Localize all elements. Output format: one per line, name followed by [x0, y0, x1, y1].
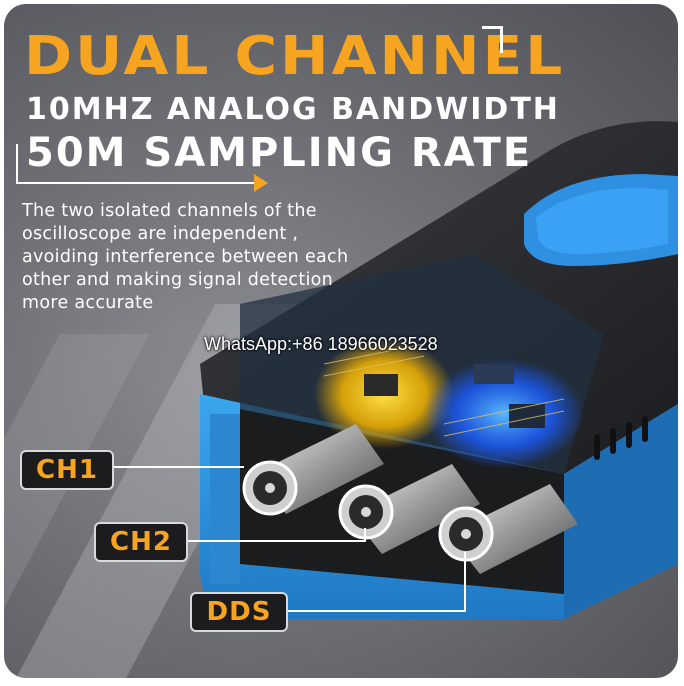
corner-bracket — [482, 26, 503, 53]
product-banner: DUAL CHANNEL 10MHZ ANALOG BANDWIDTH 50M … — [4, 4, 678, 678]
leader-line-dds — [286, 610, 466, 612]
feature-description: The two isolated channels of the oscillo… — [22, 201, 349, 313]
port-label-dds: DDS — [190, 592, 288, 632]
leader-line-dds — [464, 552, 466, 612]
port-label-ch1: CH1 — [20, 450, 114, 490]
whatsapp-watermark: WhatsApp:+86 18966023528 — [204, 334, 438, 354]
port-label-ch2: CH2 — [94, 522, 188, 562]
corner-bracket — [16, 144, 258, 184]
headline-title: DUAL CHANNEL — [24, 24, 566, 87]
leader-line-ch2 — [364, 528, 366, 542]
oscilloscope-illustration — [200, 121, 678, 619]
bandwidth-spec: 10MHZ ANALOG BANDWIDTH — [26, 92, 560, 127]
sampling-spec: 50M SAMPLING RATE — [26, 130, 533, 176]
leader-line-ch2 — [186, 540, 366, 542]
leader-line-ch1 — [114, 466, 244, 468]
arrow-right-icon — [254, 174, 268, 192]
